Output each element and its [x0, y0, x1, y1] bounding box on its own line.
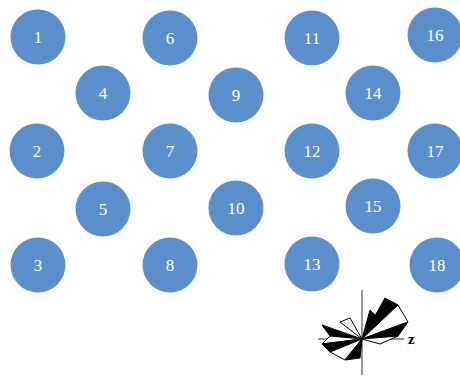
circle-fill: [346, 66, 401, 121]
number-circle: 16: [407, 7, 460, 63]
circle-number: 13: [304, 256, 321, 273]
circle-number: 10: [228, 200, 245, 217]
circle-fill: [408, 8, 460, 63]
circle-number: 12: [304, 143, 321, 160]
number-circle: 4: [75, 65, 131, 121]
circle-fill: [11, 238, 66, 293]
number-circle: 13: [284, 236, 340, 292]
circle-number: 8: [166, 257, 175, 274]
number-circle: 17: [407, 123, 460, 179]
circle-number: 4: [99, 85, 108, 102]
number-circle: 3: [10, 237, 66, 293]
axis-vane: [362, 310, 378, 339]
circle-number: 16: [427, 27, 444, 44]
circle-fill: [76, 66, 131, 121]
circle-fill: [76, 182, 131, 237]
number-circle: 18: [409, 237, 460, 293]
circle-number: 2: [33, 143, 42, 160]
number-circle: 15: [345, 178, 401, 234]
number-circle: 1: [10, 9, 66, 65]
number-circle: 5: [75, 181, 131, 237]
circle-fill: [285, 237, 340, 292]
axis-triad: [318, 290, 408, 375]
circle-number: 15: [365, 198, 382, 215]
axis-vane: [362, 305, 408, 339]
axis-vane: [330, 339, 362, 360]
circle-number: 3: [34, 257, 43, 274]
circle-number: 9: [232, 87, 241, 104]
circle-fill: [143, 124, 198, 179]
number-circle: 12: [284, 123, 340, 179]
number-circle: 6: [142, 10, 198, 66]
circle-fill: [285, 11, 340, 66]
axis-line: [362, 290, 363, 375]
circle-number: 18: [429, 257, 446, 274]
circle-number: 11: [304, 30, 320, 47]
circle-number: 5: [99, 201, 108, 218]
circle-fill: [209, 181, 264, 236]
circle-fill: [346, 179, 401, 234]
axis-vane: [362, 336, 398, 344]
circle-number: 14: [365, 85, 382, 102]
circle-number: 1: [34, 29, 43, 46]
circle-fill: [408, 124, 460, 179]
number-circle: 11: [284, 10, 340, 66]
number-circle: 10: [208, 180, 264, 236]
circle-fill: [143, 11, 198, 66]
axis-vane: [340, 318, 362, 339]
number-circle: 8: [142, 237, 198, 293]
number-circle: 7: [142, 123, 198, 179]
number-circle: 14: [345, 65, 401, 121]
circle-fill: [285, 124, 340, 179]
circle-number: 6: [166, 30, 175, 47]
axis-vane: [345, 339, 362, 360]
circle-number: 17: [427, 143, 444, 160]
circle-fill: [209, 68, 264, 123]
number-circle: 9: [208, 67, 264, 123]
circle-fill: [10, 124, 65, 179]
axis-label: z: [408, 332, 415, 347]
circle-number: 7: [166, 143, 175, 160]
number-circle: 2: [9, 123, 65, 179]
circle-fill: [11, 10, 66, 65]
circle-fill: [410, 238, 460, 293]
circle-fill: [143, 238, 198, 293]
